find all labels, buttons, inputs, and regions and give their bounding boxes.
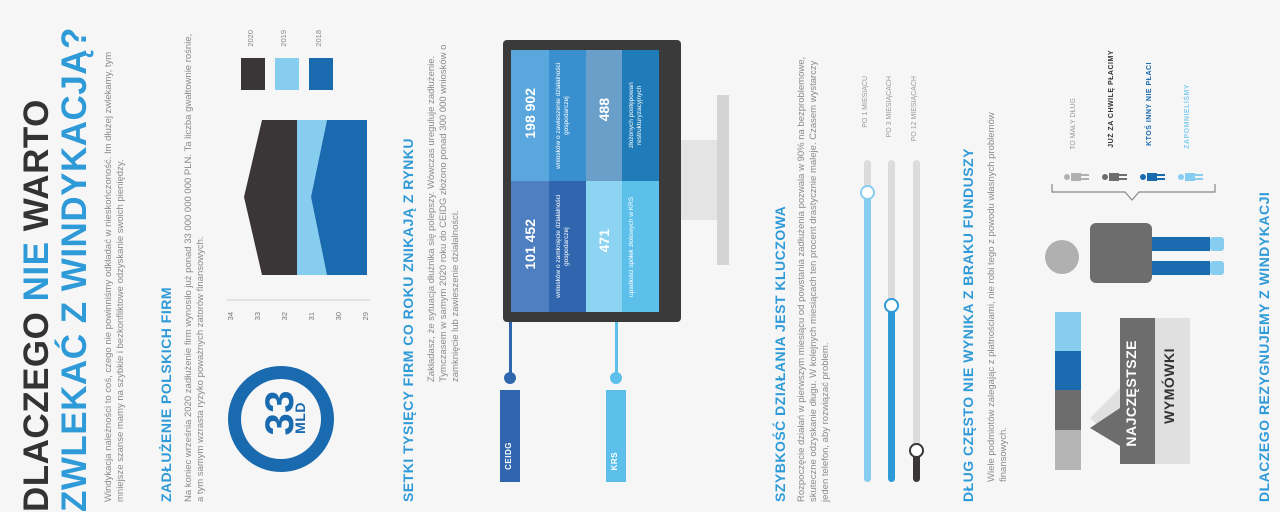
excuse-bar-dark: [1055, 390, 1081, 430]
tile-upadlosci-label: upadłości spółek złotowych w KRS: [628, 196, 635, 297]
title-nie: NIE: [17, 241, 56, 302]
monitor-base: [717, 95, 729, 265]
slider-3-track: [913, 160, 920, 482]
legend-swatch-2019: [275, 58, 299, 90]
excuse-item-1: TO MAŁY DŁUG: [1070, 98, 1077, 150]
tile-zamkniecie-number: 101 452: [522, 219, 538, 270]
excuse-icon-2: [1102, 173, 1127, 181]
slider-2-fill: [888, 305, 895, 482]
tile-restrukturyzacja-label: złożonych postępowań restrukturyzacyjnyc…: [628, 82, 643, 149]
y-ticks: 34 33 32 31 30 29: [222, 312, 372, 332]
excuse-icon-3: [1140, 173, 1165, 181]
title-part1: DLACZEGO: [17, 301, 56, 512]
excuse-icon-1: [1064, 173, 1089, 181]
legend-label-2018: 2018: [314, 30, 323, 47]
tile-zawieszenie: 198 902 wniosków o zawieszenie działalno…: [511, 50, 586, 181]
legend-swatch-2020: [241, 58, 265, 90]
slider-2-knob[interactable]: [884, 298, 899, 313]
tile-zawieszenie-number-bg: [511, 50, 549, 181]
slider-3-knob[interactable]: [909, 443, 924, 458]
circle-unit: MLD: [292, 402, 308, 434]
slider-3-label: PO 12 MIESIĄCACH: [911, 76, 918, 142]
slider-1-fill: [864, 192, 871, 482]
speed-text: Rozpoczęcie działań w pierwszym miesiącu…: [796, 56, 831, 502]
tile-zawieszenie-label: wniosków o zawieszenie działalności gosp…: [555, 62, 570, 169]
excuses-heading: DLACZEGO REZYGNUJEMY Z WINDYKACJI: [1256, 191, 1272, 502]
debt-text: Na koniec września 2020 zadłużenie firm …: [183, 33, 206, 502]
ceidg-line: [509, 322, 512, 376]
excuses-arrow: [1090, 318, 1190, 464]
ceidg-dot: [504, 372, 516, 384]
legend-label-2020: 2020: [246, 30, 255, 47]
tile-restrukturyzacja-number: 488: [596, 98, 612, 122]
tile-zamkniecie-label: wniosków o zamknięcie działalności gospo…: [555, 194, 570, 299]
excuse-bar-light: [1055, 312, 1081, 351]
tick-34: 34: [226, 312, 235, 321]
krs-tag: KRS: [606, 390, 626, 482]
excuse-item-2: JUŻ ZA CHWILĘ PŁACIMY: [1108, 50, 1115, 148]
page-title: DLACZEGO NIE WARTO ZWLEKAĆ Z WINDYKACJĄ?: [17, 0, 98, 512]
firms-heading: SETKI TYSIĘCY FIRM CO ROKU ZNIKAJĄ Z RYN…: [400, 137, 416, 502]
tile-restrukturyzacja: 488 złożonych postępowań restrukturyzacy…: [586, 50, 659, 181]
krs-dot: [610, 372, 622, 384]
tick-29: 29: [361, 312, 370, 321]
slider-1-knob[interactable]: [860, 185, 875, 200]
tick-33: 33: [253, 312, 262, 321]
excuses-label-1: NAJCZĘSTSZE: [1123, 340, 1139, 447]
ceidg-tag-label: CEIDG: [504, 442, 513, 470]
funds-heading: DŁUG CZĘSTO NIE WYNIKA Z BRAKU FUNDUSZY: [960, 148, 976, 502]
krs-tag-label: KRS: [610, 452, 619, 471]
firms-text: Zakładasz, że sytuacja dłużnika się pole…: [426, 44, 461, 382]
slider-1-label: PO 1 MIESIĄCU: [862, 76, 869, 128]
ceidg-tag: CEIDG: [500, 390, 520, 482]
series-2020-area: [244, 120, 297, 275]
title-line2: ZWLEKAĆ Z WINDYKACJĄ?: [55, 27, 94, 512]
debt-heading: ZADŁUŻENIE POLSKICH FIRM: [158, 287, 174, 502]
excuse-bar: [1055, 312, 1081, 470]
monitor-stand: [681, 140, 717, 220]
excuse-item-4: ZAPOMNIELIŚMY: [1184, 84, 1191, 149]
excuses-label-2: WYMÓWKI: [1161, 348, 1177, 424]
tile-zawieszenie-number: 198 902: [522, 88, 538, 139]
series-2018-area: [311, 120, 367, 275]
tile-zamkniecie: 101 452 wniosków o zamknięcie działalnoś…: [511, 181, 586, 312]
tick-30: 30: [334, 312, 343, 321]
tile-upadlosci-number: 471: [596, 229, 612, 253]
legend-label-2019: 2019: [279, 30, 288, 47]
tile-zamkniecie-number-bg: [511, 181, 549, 312]
speed-heading: SZYBKOŚĆ DZIAŁANIA JEST KLUCZOWA: [772, 205, 788, 502]
person-icon: [1045, 223, 1224, 283]
krs-line: [615, 322, 618, 376]
intro-text: Windykacja należności to coś, czego nie …: [103, 51, 126, 502]
debt-chart: [227, 120, 370, 301]
tile-restrukturyzacja-number-bg: [586, 50, 622, 181]
tile-upadlosci: 471 upadłości spółek złotowych w KRS: [586, 181, 659, 312]
tile-upadlosci-number-bg: [586, 181, 622, 312]
excuse-item-3: KTOŚ INNY NIE PŁACI: [1146, 62, 1153, 146]
funds-text: Wiele podmiotów zalegając z płatnościami…: [986, 112, 1009, 482]
series-2019-area: [297, 120, 327, 275]
legend: 2020 2019 2018: [236, 30, 336, 100]
monitor-screen: 198 902 wniosków o zawieszenie działalno…: [511, 50, 659, 312]
monitor: 198 902 wniosków o zawieszenie działalno…: [503, 40, 681, 322]
tick-32: 32: [280, 312, 289, 321]
tick-31: 31: [307, 312, 316, 321]
title-part2: WARTO: [17, 99, 56, 242]
excuse-bar-blue: [1055, 351, 1081, 390]
slider-3-fill: [913, 450, 920, 482]
excuses-bracket: [1051, 184, 1216, 201]
debt-circle: 33 MLD: [228, 366, 334, 472]
legend-swatch-2018: [309, 58, 333, 90]
excuse-bar-gray: [1055, 430, 1081, 470]
excuse-icon-4: [1178, 173, 1203, 181]
slider-2-label: PO 3 MIESIĄCACH: [886, 76, 893, 138]
